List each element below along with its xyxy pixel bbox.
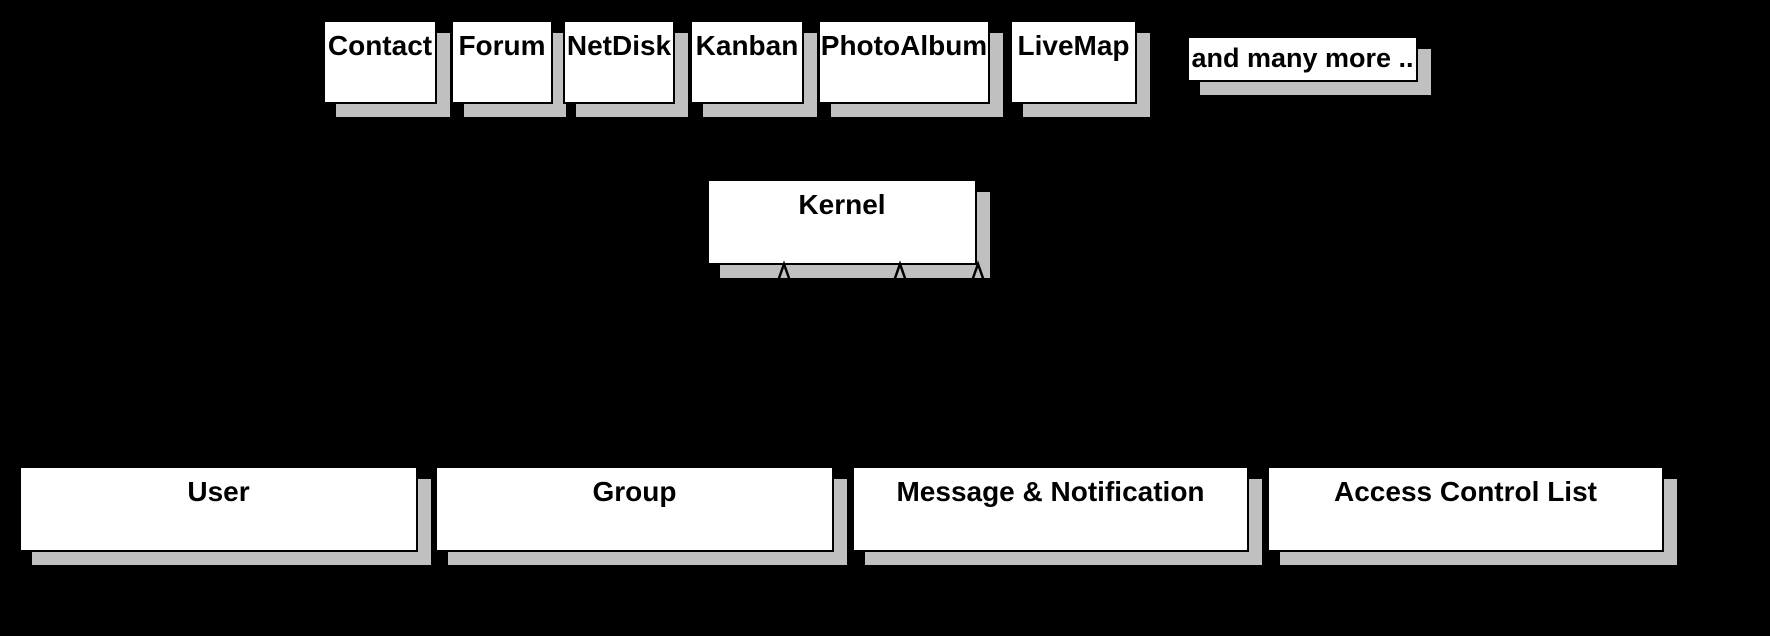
kernel-generalization-arrowheads <box>776 260 986 282</box>
node-user: User <box>19 466 418 552</box>
node-netdisk: NetDisk <box>563 20 675 104</box>
up-arrowhead-icon <box>892 260 908 282</box>
node-kanban: Kanban <box>690 20 804 104</box>
up-arrowhead-icon <box>776 260 792 282</box>
node-forum: Forum <box>451 20 553 104</box>
node-livemap: LiveMap <box>1010 20 1137 104</box>
node-message-notification: Message & Notification <box>852 466 1249 552</box>
node-group: Group <box>435 466 834 552</box>
node-contact: Contact <box>323 20 437 104</box>
node-access-control-list: Access Control List <box>1267 466 1664 552</box>
node-and-many-more: and many more .. <box>1187 36 1418 82</box>
node-photoalbum: PhotoAlbum <box>818 20 990 104</box>
up-arrowhead-icon <box>970 260 986 282</box>
node-kernel: Kernel <box>707 179 977 265</box>
